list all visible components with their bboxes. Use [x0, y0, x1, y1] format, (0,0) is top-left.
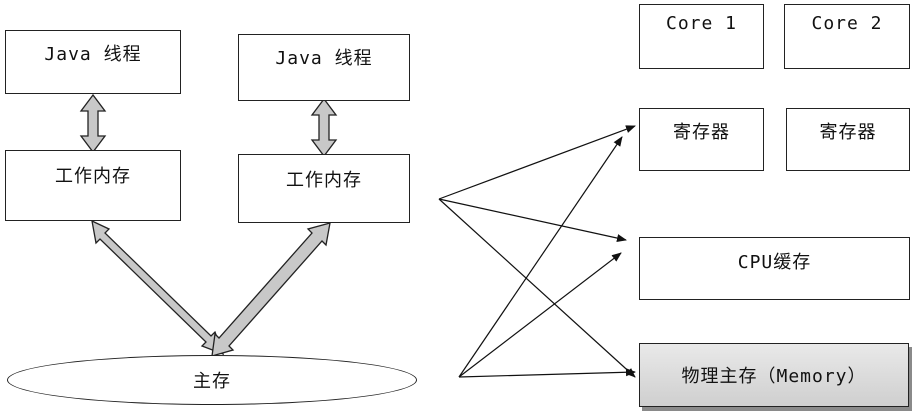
core-label-1: Core 1: [665, 13, 738, 34]
thread-1-to-working-memory-1-arrow: [79, 93, 107, 154]
register-label-2: 寄存器: [819, 122, 877, 143]
upper-source-to-physical-memory-arrow: [438, 198, 636, 378]
java-thread-box-1: Java 线程: [5, 30, 181, 94]
main-memory-label: 主存: [193, 371, 231, 392]
upper-source-to-cpu-cache-arrow: [438, 198, 627, 242]
main-memory-ellipse: 主存: [7, 355, 417, 405]
working-memory-1-to-main-memory-arrow: [91, 219, 225, 356]
register-box-1: 寄存器: [639, 108, 764, 171]
java-thread-label-2: Java 线程: [275, 48, 373, 69]
working-memory-box-2: 工作内存: [238, 154, 410, 223]
register-box-2: 寄存器: [786, 108, 910, 171]
core-box-1: Core 1: [639, 4, 764, 69]
working-memory-box-1: 工作内存: [5, 150, 181, 221]
working-memory-label-2: 工作内存: [286, 170, 362, 191]
java-thread-box-2: Java 线程: [238, 34, 410, 101]
lower-source-to-cpu-cache-arrow: [458, 252, 622, 378]
working-memory-label-1: 工作内存: [55, 166, 131, 187]
cpu-cache-box: CPU缓存: [639, 237, 910, 300]
java-thread-label-1: Java 线程: [44, 44, 142, 65]
lower-source-to-register-arrow: [458, 136, 623, 378]
working-memory-2-to-main-memory-arrow: [211, 222, 331, 357]
register-label-1: 寄存器: [673, 122, 730, 143]
physical-memory-box: 物理主存（Memory）: [639, 343, 909, 407]
physical-memory-label: 物理主存（Memory）: [681, 366, 867, 387]
upper-source-to-register-arrow: [438, 125, 636, 200]
core-box-2: Core 2: [784, 4, 910, 69]
lower-source-to-physical-memory-arrow: [458, 368, 636, 378]
cpu-cache-label: CPU缓存: [737, 252, 812, 273]
thread-2-to-working-memory-2-arrow: [310, 97, 338, 158]
core-label-2: Core 2: [811, 13, 883, 34]
